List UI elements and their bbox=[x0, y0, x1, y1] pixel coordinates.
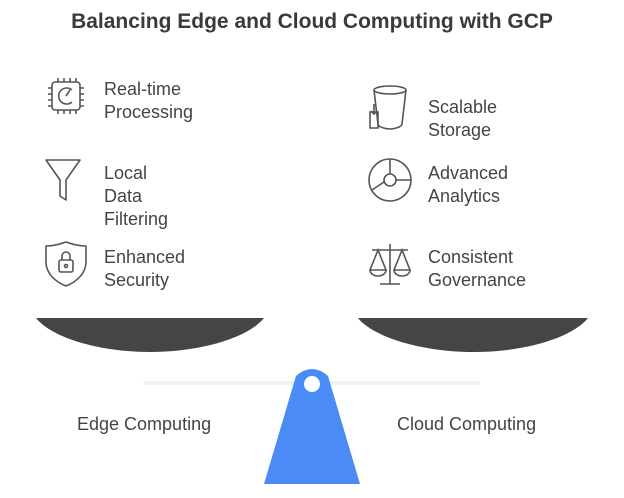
cpu-chip-icon bbox=[42, 72, 90, 120]
shield-lock-icon bbox=[42, 240, 90, 288]
balance-scale-graphic bbox=[36, 318, 588, 484]
cloud-item-label: Consistent Governance bbox=[428, 247, 527, 290]
cloud-computing-label: Cloud Computing bbox=[397, 414, 537, 434]
cloud-item-label: Scalable Storage bbox=[428, 97, 498, 140]
page-title: Balancing Edge and Cloud Computing with … bbox=[71, 10, 553, 33]
storage-bucket-icon bbox=[366, 84, 414, 132]
edge-computing-label: Edge Computing bbox=[77, 414, 212, 434]
edge-item-label: Local Data Filtering bbox=[104, 163, 169, 229]
balance-scale-icon bbox=[366, 240, 414, 288]
analytics-chart-icon bbox=[366, 156, 414, 204]
fulcrum bbox=[264, 369, 360, 484]
edge-item-label: Enhanced Security bbox=[104, 247, 186, 290]
cloud-item-label: Advanced Analytics bbox=[428, 163, 509, 206]
fulcrum-pivot bbox=[304, 376, 320, 392]
edge-pan bbox=[36, 318, 264, 352]
cloud-pan bbox=[358, 318, 588, 352]
edge-item-label: Real-time Processing bbox=[104, 79, 194, 122]
funnel-icon bbox=[42, 156, 90, 204]
